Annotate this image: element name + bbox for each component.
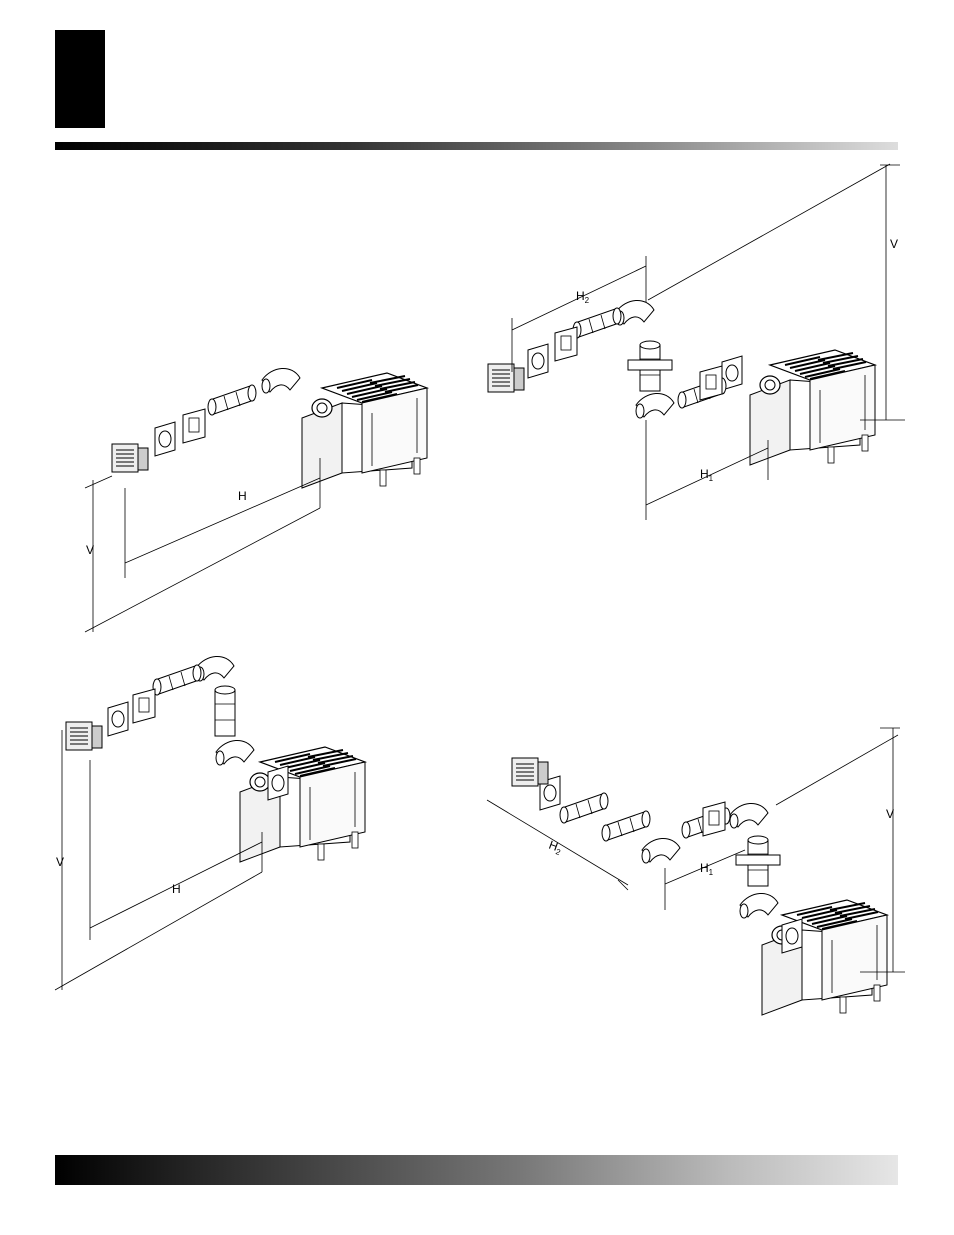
- dimension-h-label-3: H: [172, 882, 181, 896]
- dimension-h-label: H: [238, 489, 247, 503]
- dimension-h2-label-4: H2: [546, 838, 564, 858]
- figure-horizontal-vent: H V: [85, 368, 427, 632]
- figure-side-offset-vent: H2 H1 V: [487, 728, 905, 1015]
- dimension-h1-label: H1: [700, 467, 714, 483]
- dimension-v-label-3: V: [56, 855, 64, 869]
- figure-offset-vent: H2 H1 V: [488, 164, 905, 520]
- dimension-v-label-4: V: [886, 807, 894, 821]
- dimension-h1-label-4: H1: [700, 861, 714, 877]
- dimension-h2-label: H2: [576, 289, 590, 305]
- figure-vertical-rise-vent: H V: [55, 656, 365, 990]
- dimension-v-label-2: V: [890, 237, 898, 251]
- dimension-v-label: V: [86, 543, 94, 557]
